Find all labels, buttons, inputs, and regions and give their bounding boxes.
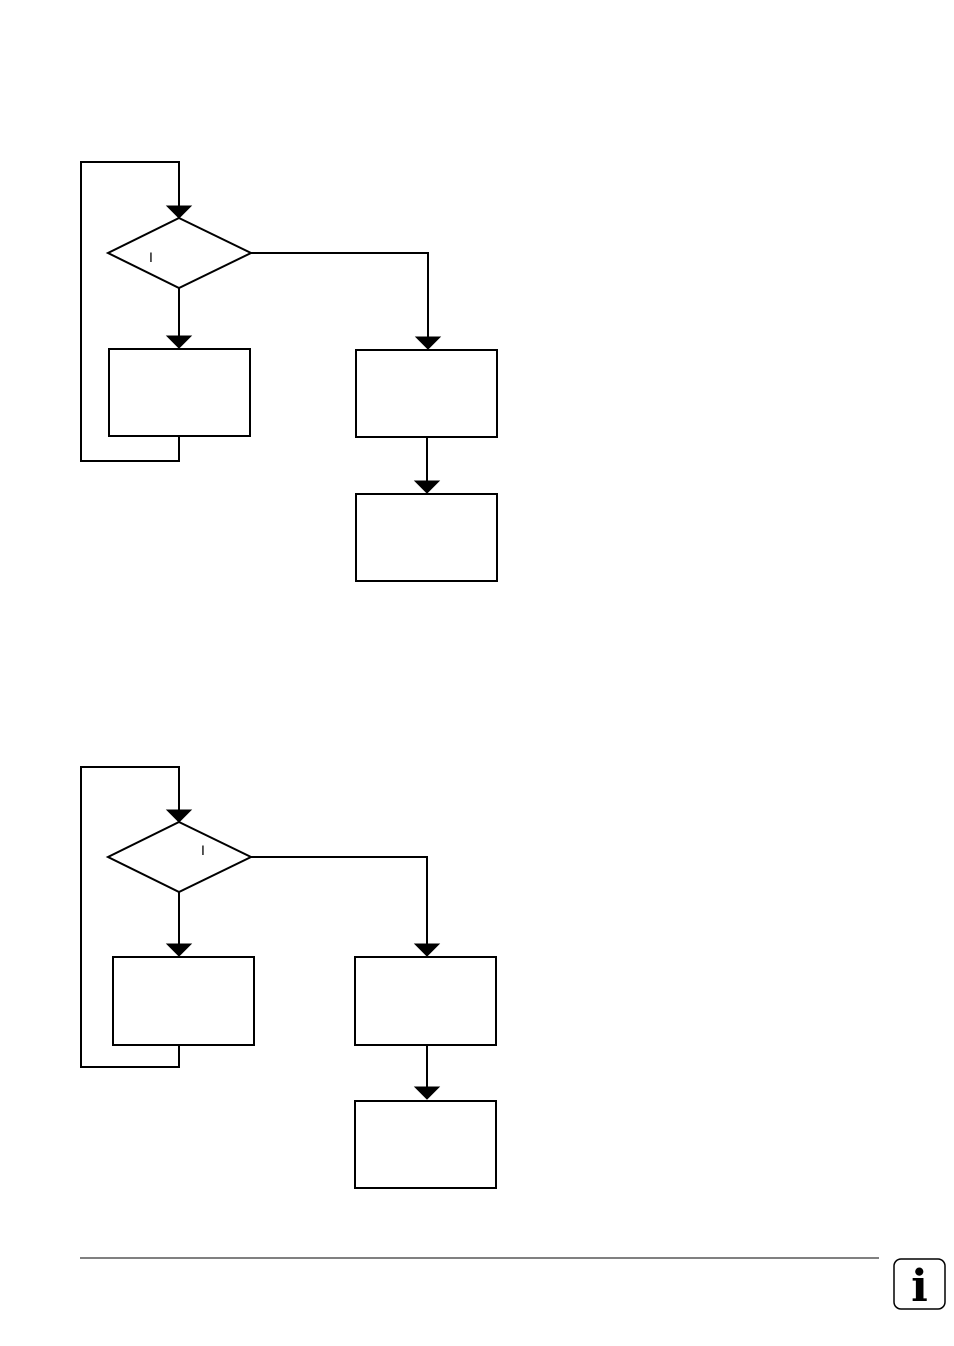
arrowhead-into-final-box-1 <box>413 480 441 494</box>
loop-back-line-2 <box>80 766 180 1068</box>
process-box-final-1 <box>355 493 498 582</box>
arrowhead-into-left-box-2 <box>165 943 193 957</box>
arrowhead-into-left-box-1 <box>165 335 193 349</box>
flowchart-1: I <box>80 161 498 582</box>
arrowhead-into-right-box-2 <box>413 943 441 957</box>
process-box-exit-2 <box>354 956 497 1046</box>
loop-back-line-1 <box>80 161 180 462</box>
info-icon-glyph: i <box>911 1261 928 1312</box>
connector-decision-to-right-box-2 <box>251 856 428 944</box>
arrowhead-into-right-box-1 <box>414 336 442 350</box>
decision-label-2: I <box>201 842 205 858</box>
decision-diamond-1 <box>105 216 254 290</box>
process-box-final-2 <box>354 1100 497 1189</box>
process-box-loop-2 <box>112 956 255 1046</box>
connector-decision-to-right-box-1 <box>251 252 429 337</box>
arrowhead-into-decision-1 <box>165 205 193 219</box>
info-icon: i <box>893 1258 946 1312</box>
flowchart-2: I <box>80 766 497 1189</box>
decision-label-1: I <box>149 249 153 265</box>
arrowhead-into-decision-2 <box>165 809 193 823</box>
decision-diamond-2 <box>105 820 254 894</box>
process-box-exit-1 <box>355 349 498 438</box>
arrowhead-into-final-box-2 <box>413 1086 441 1100</box>
info-icon-frame <box>893 1258 946 1310</box>
process-box-loop-1 <box>108 348 251 437</box>
